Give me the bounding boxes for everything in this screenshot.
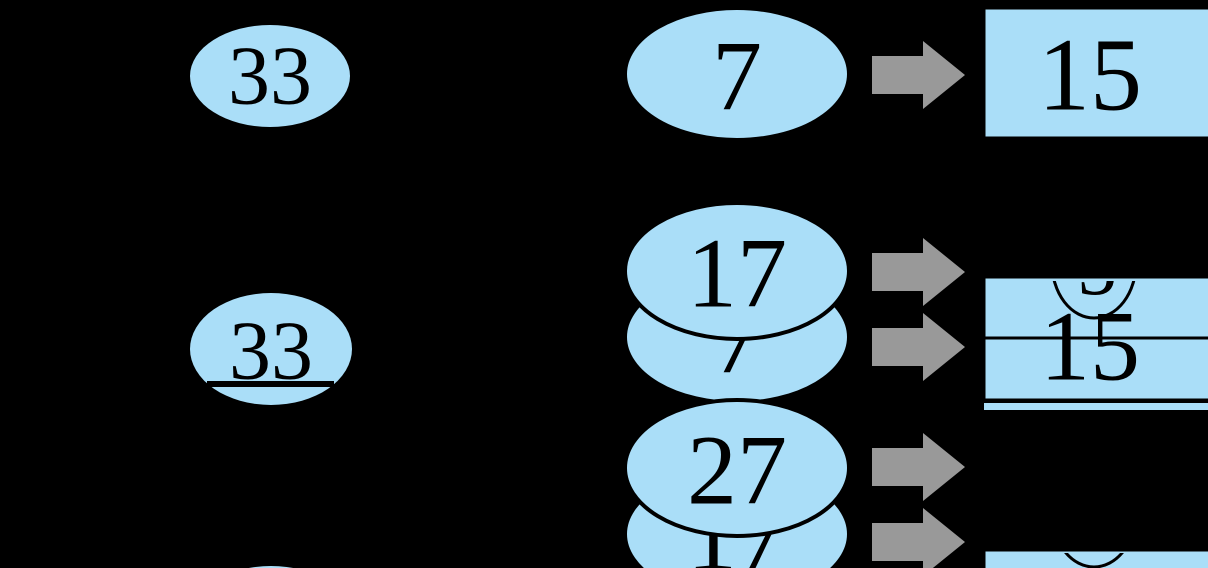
right-arrow-icon	[872, 508, 965, 568]
value-bubble	[623, 201, 851, 341]
bubble-label: 7	[712, 21, 762, 132]
row-group-1: 33 7 15	[190, 6, 1208, 142]
clipped-bubble-group: 5	[1064, 473, 1124, 568]
value-bubble	[623, 6, 851, 142]
result-cell-sliver	[984, 403, 1208, 410]
result-cell	[982, 336, 1208, 402]
clipped-bubble-label: 5	[1077, 473, 1117, 561]
value-bubble	[623, 398, 851, 538]
row-group-2: 7 17 33 5 15	[190, 201, 1208, 410]
bubble-label: 17	[687, 218, 787, 329]
clipped-bubble-group: 5	[1052, 224, 1136, 320]
row-group-3: 17 27 5	[248, 398, 1208, 568]
result-cell	[982, 6, 1208, 140]
right-arrow-icon	[872, 238, 965, 306]
key-label: 33	[228, 30, 312, 123]
cell-label: 15	[1038, 18, 1142, 133]
right-arrow-icon	[872, 41, 965, 109]
clipped-bubble-label: 5	[1077, 224, 1117, 312]
key-ellipse	[190, 293, 352, 405]
key-underline	[207, 381, 334, 387]
key-ellipse	[190, 25, 350, 127]
cell-label: 15	[1040, 291, 1140, 402]
clipped-value-bubble	[1064, 553, 1124, 568]
bubble-label: 27	[687, 415, 787, 526]
clipped-value-bubble	[1052, 281, 1136, 320]
right-arrow-icon	[872, 313, 965, 381]
right-arrow-icon	[872, 433, 965, 501]
